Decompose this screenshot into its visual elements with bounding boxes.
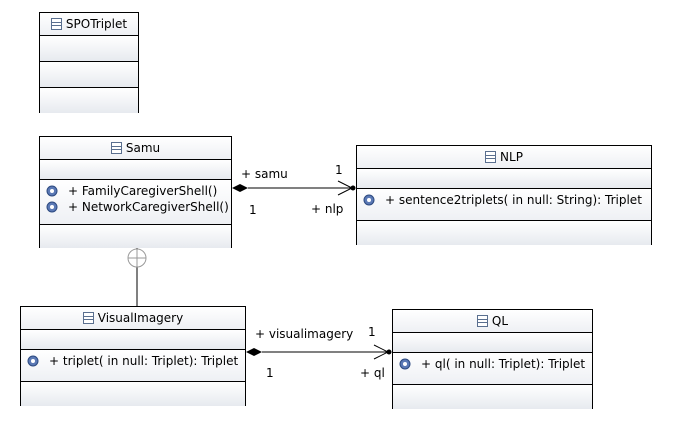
- ownership-dot-ql: [386, 349, 392, 355]
- multiplicity-label-nlp: 1: [335, 163, 343, 177]
- attributes-compartment: [21, 330, 245, 350]
- nesting-anchor-icon: [127, 248, 147, 268]
- multiplicity-label-ql: 1: [368, 325, 376, 339]
- class-name: QL: [491, 314, 509, 328]
- class-spotriplet[interactable]: SPOTriplet: [39, 12, 139, 113]
- class-name: VisualImagery: [97, 311, 184, 325]
- class-header: VisualImagery: [21, 307, 245, 330]
- nested-compartment: [40, 88, 138, 113]
- operation-label: + NetworkCaregiverShell(): [68, 200, 229, 214]
- class-name: NLP: [500, 150, 523, 164]
- operation-gear-icon: [27, 355, 39, 367]
- operation-label: + FamilyCaregiverShell(): [68, 184, 218, 198]
- class-samu[interactable]: Samu + FamilyCaregiverShell() + NetworkC…: [39, 136, 232, 248]
- nested-compartment: [40, 225, 231, 248]
- class-icon: [485, 151, 497, 163]
- class-header: NLP: [357, 146, 651, 169]
- composition-diamond-visualimagery: [246, 348, 262, 356]
- ownership-dot-nlp: [350, 185, 356, 191]
- operations-compartment: + sentence2triplets( in null: String): T…: [357, 189, 651, 221]
- operation-gear-icon: [399, 358, 411, 370]
- class-name: Samu: [125, 141, 161, 155]
- class-nlp[interactable]: NLP + sentence2triplets( in null: String…: [356, 145, 652, 245]
- nested-compartment: [21, 382, 245, 406]
- role-label-visualimagery: + visualimagery: [255, 327, 354, 341]
- class-visualimagery[interactable]: VisualImagery + triplet( in null: Triple…: [20, 306, 246, 406]
- operation-row[interactable]: + ql( in null: Triplet): Triplet: [399, 356, 592, 372]
- operations-compartment: + triplet( in null: Triplet): Triplet: [21, 350, 245, 382]
- class-header: QL: [393, 310, 592, 333]
- multiplicity-label-samu: 1: [249, 203, 257, 217]
- attributes-compartment: [40, 36, 138, 62]
- operation-row[interactable]: + FamilyCaregiverShell(): [46, 183, 231, 199]
- operation-gear-icon: [46, 185, 58, 197]
- class-name: SPOTriplet: [65, 17, 128, 31]
- operation-gear-icon: [363, 194, 375, 206]
- class-icon: [110, 142, 122, 154]
- class-icon: [82, 312, 94, 324]
- operation-label: + triplet( in null: Triplet): Triplet: [49, 354, 239, 368]
- class-icon: [476, 315, 488, 327]
- role-label-samu: + samu: [241, 167, 288, 181]
- class-icon: [50, 18, 62, 30]
- operations-compartment: + FamilyCaregiverShell() + NetworkCaregi…: [40, 180, 231, 225]
- role-label-nlp: + nlp: [311, 202, 344, 216]
- class-ql[interactable]: QL + ql( in null: Triplet): Triplet: [392, 309, 593, 409]
- operation-row[interactable]: + sentence2triplets( in null: String): T…: [363, 192, 651, 208]
- multiplicity-label-visualimagery: 1: [266, 366, 274, 380]
- attributes-compartment: [393, 333, 592, 353]
- attributes-compartment: [40, 160, 231, 180]
- operation-row[interactable]: + NetworkCaregiverShell(): [46, 199, 231, 215]
- operations-compartment: [40, 62, 138, 88]
- operations-compartment: + ql( in null: Triplet): Triplet: [393, 353, 592, 385]
- composition-diamond-samu: [232, 184, 248, 192]
- attributes-compartment: [357, 169, 651, 189]
- class-header: Samu: [40, 137, 231, 160]
- operation-row[interactable]: + triplet( in null: Triplet): Triplet: [27, 353, 245, 369]
- nested-compartment: [357, 221, 651, 245]
- role-label-ql: + ql: [360, 366, 385, 380]
- class-header: SPOTriplet: [40, 13, 138, 36]
- operation-label: + ql( in null: Triplet): Triplet: [421, 357, 586, 371]
- operation-gear-icon: [46, 201, 58, 213]
- nested-compartment: [393, 385, 592, 409]
- operation-label: + sentence2triplets( in null: String): T…: [385, 193, 642, 207]
